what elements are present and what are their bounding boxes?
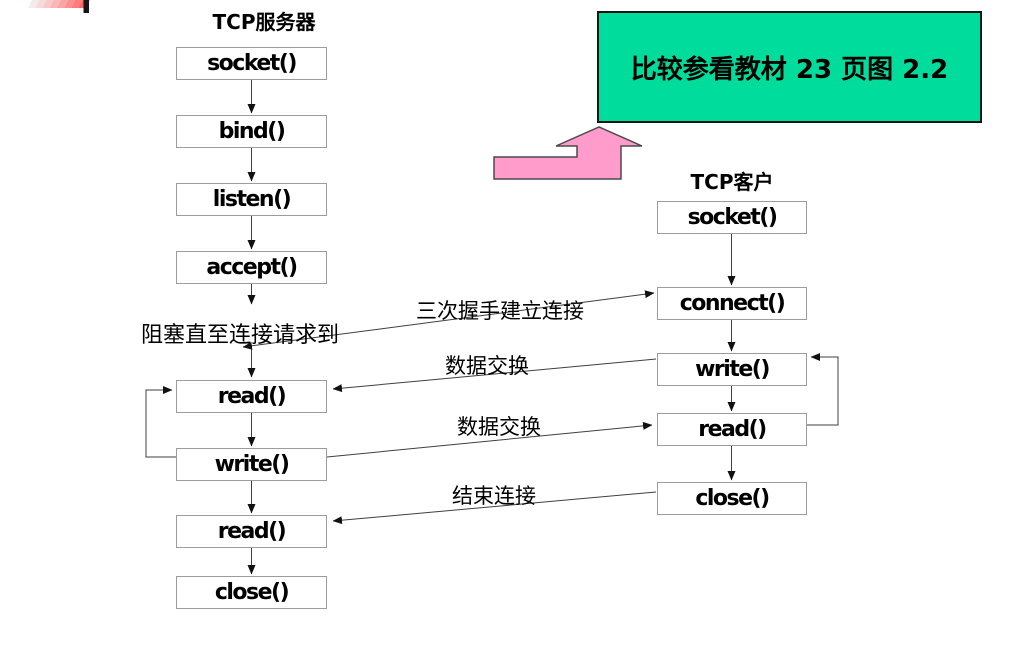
- client-box-socket: socket(): [657, 201, 807, 234]
- server-box-socket: socket(): [176, 47, 327, 80]
- corner-black-bar: [83, 0, 89, 13]
- edge-label-end-connection: 结束连接: [452, 484, 536, 508]
- server-box-read1: read(): [176, 380, 327, 413]
- client-box-write: write(): [657, 353, 807, 386]
- client-box-close: close(): [657, 482, 807, 515]
- edge-label-data-exchange-top: 数据交换: [445, 354, 529, 378]
- edge-label-handshake: 三次握手建立连接: [416, 299, 584, 323]
- blocking-note: 阻塞直至连接请求到: [141, 323, 340, 348]
- server-box-accept: accept(): [176, 251, 327, 284]
- server-title: TCP服务器: [212, 10, 316, 34]
- server-box-close: close(): [176, 576, 327, 609]
- server-box-bind: bind(): [176, 115, 327, 148]
- server-box-read2: read(): [176, 515, 327, 548]
- bent-up-arrow-icon: [493, 126, 643, 180]
- arrow-server-write-read-loop: [145, 386, 176, 458]
- client-box-read: read(): [657, 413, 807, 446]
- client-box-connect: connect(): [657, 287, 807, 320]
- arrow-client-read-write-loop: [807, 353, 839, 426]
- corner-stripes-decoration: [28, 0, 90, 13]
- server-box-write: write(): [176, 448, 327, 481]
- client-title: TCP客户: [690, 170, 774, 194]
- server-box-listen: listen(): [176, 183, 327, 216]
- edge-label-data-exchange-bottom: 数据交换: [457, 415, 541, 439]
- reference-note: 比较参看教材 23 页图 2.2: [597, 11, 982, 123]
